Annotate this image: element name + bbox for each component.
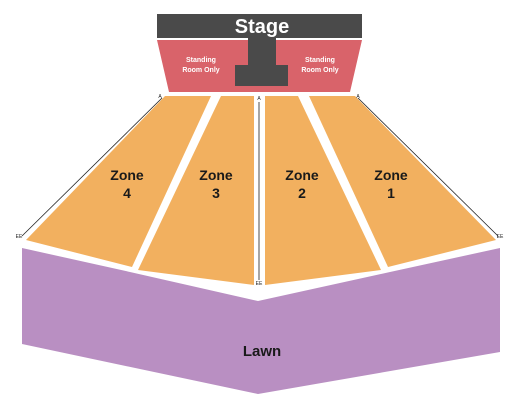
lawn-section[interactable] — [22, 248, 500, 394]
zone-2-section[interactable] — [265, 96, 381, 285]
stage-thrust — [235, 38, 288, 86]
zone-2-label-line1: Zone — [285, 167, 319, 183]
zone-4-section[interactable] — [26, 96, 211, 267]
row-marker-center-back: EE — [256, 281, 263, 287]
zone-4-label-line2: 4 — [123, 185, 131, 201]
zone-3-label-line1: Zone — [199, 167, 233, 183]
standing-room-left-line2: Room Only — [182, 67, 219, 74]
standing-room-right-line2: Room Only — [301, 67, 338, 74]
zone-1-section[interactable] — [309, 96, 496, 267]
row-marker-right-front: A — [356, 94, 360, 100]
row-marker-left-front: A — [158, 94, 162, 100]
zone-4-label-line1: Zone — [110, 167, 144, 183]
zone-1-label-line1: Zone — [374, 167, 408, 183]
row-line-right — [357, 97, 499, 237]
row-marker-left-back: EE — [16, 234, 23, 240]
zone-2-label-line2: 2 — [298, 185, 306, 201]
row-marker-right-back: EE — [497, 234, 504, 240]
stage-label: Stage — [235, 16, 289, 38]
lawn-label: Lawn — [243, 343, 281, 360]
zone-1-label-line2: 1 — [387, 185, 395, 201]
zone-3-section[interactable] — [138, 96, 254, 285]
row-line-left — [21, 97, 163, 237]
standing-room-right-line1: Standing — [305, 57, 335, 64]
stage-block[interactable] — [157, 14, 362, 38]
zone-3-label-line2: 3 — [212, 185, 220, 201]
standing-room-area[interactable] — [157, 40, 362, 92]
standing-room-left-line1: Standing — [186, 57, 216, 64]
row-marker-center-front: A — [257, 96, 261, 102]
